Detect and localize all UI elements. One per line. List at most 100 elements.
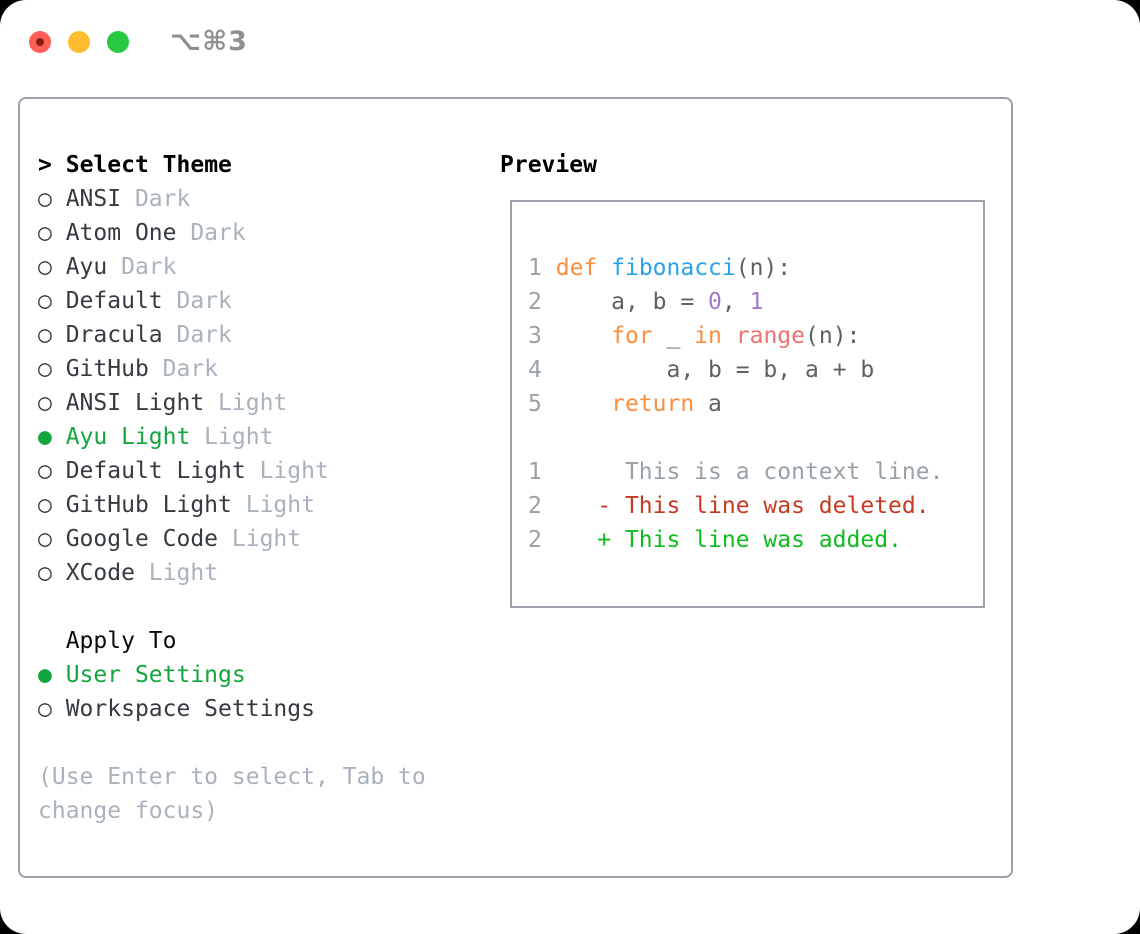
theme-name: Default Light	[65, 458, 246, 484]
theme-picker-panel: > Select Theme ○ ANSI Dark○ Atom One Dar…	[18, 97, 1013, 878]
theme-item-github-light[interactable]: ○ GitHub Light Light	[38, 488, 426, 522]
cursor-icon: >	[38, 152, 52, 178]
theme-name: Ayu	[65, 254, 108, 280]
close-dot-icon	[36, 37, 44, 46]
apply-to-header: Apply To	[38, 624, 426, 658]
line-number: 4	[528, 357, 542, 383]
code-segment	[597, 255, 611, 281]
code-segment: fibonacci	[611, 255, 736, 281]
code-lines: 1 def fibonacci(n): 2 a, b = 0, 1 3 for _ …	[528, 251, 983, 557]
theme-item-ayu-light[interactable]: ● Ayu Light Light	[38, 420, 426, 454]
theme-item-ayu[interactable]: ○ Ayu Dark	[38, 250, 426, 284]
theme-name: Dracula	[65, 322, 163, 348]
code-segment: a, b = b, a + b	[541, 357, 875, 383]
theme-name: GitHub	[65, 356, 149, 382]
code-segment: range	[735, 323, 806, 349]
theme-item-atom-one[interactable]: ○ Atom One Dark	[38, 216, 426, 250]
code-segment: a	[694, 391, 722, 417]
spacer	[38, 590, 426, 624]
radio-icon: ○	[38, 696, 66, 722]
theme-name: ANSI Light	[65, 390, 205, 416]
apply-option-label: Workspace Settings	[65, 696, 315, 722]
theme-item-default[interactable]: ○ Default Dark	[38, 284, 426, 318]
window-title: ⌥⌘3	[170, 26, 248, 57]
minimize-button[interactable]	[68, 30, 90, 53]
theme-variant-tag: Dark	[121, 186, 191, 212]
code-line: 2 - This line was deleted.	[528, 489, 983, 523]
code-segment: (n):	[735, 255, 792, 281]
theme-variant-tag: Dark	[176, 220, 246, 246]
theme-variant-tag: Light	[218, 526, 302, 552]
code-segment: 0	[708, 289, 722, 315]
code-segment: ,	[721, 289, 750, 315]
preview-header: Preview	[500, 152, 597, 178]
code-line: 5 return a	[528, 387, 983, 421]
code-segment	[542, 255, 556, 281]
theme-name: ANSI	[65, 186, 122, 212]
theme-variant-tag: Light	[190, 424, 274, 450]
radio-icon: ●	[38, 424, 66, 450]
theme-item-ansi-light[interactable]: ○ ANSI Light Light	[38, 386, 426, 420]
spacer	[38, 726, 426, 760]
theme-item-google-code[interactable]: ○ Google Code Light	[38, 522, 426, 556]
titlebar: ⌥⌘3	[29, 26, 248, 57]
radio-icon: ○	[38, 288, 66, 314]
preview-column: Preview 1 def fibonacci(n): 2 a, b = 0, 1…	[500, 148, 985, 608]
code-segment: return	[611, 391, 695, 417]
zoom-button[interactable]	[107, 30, 129, 53]
code-segment: This is a context line.	[541, 459, 944, 485]
theme-name: XCode	[65, 560, 135, 586]
select-theme-header: > Select Theme	[38, 148, 426, 182]
radio-icon: ○	[38, 458, 66, 484]
code-line: 3 for _ in range(n):	[528, 319, 983, 353]
radio-icon: ○	[38, 560, 66, 586]
code-preview-box: 1 def fibonacci(n): 2 a, b = 0, 1 3 for _ …	[510, 200, 985, 608]
code-segment	[722, 323, 736, 349]
hint-line-1: (Use Enter to select, Tab to	[38, 764, 426, 790]
theme-variant-tag: Dark	[107, 254, 177, 280]
hint-line-2: change focus)	[38, 798, 219, 824]
line-number: 2	[528, 289, 542, 315]
radio-icon: ○	[38, 220, 66, 246]
line-number: 2	[528, 493, 542, 519]
code-segment: 1	[749, 289, 764, 315]
theme-item-ansi[interactable]: ○ ANSI Dark	[38, 182, 426, 216]
code-line: 1 def fibonacci(n):	[528, 251, 983, 285]
radio-icon: ●	[38, 662, 66, 688]
code-segment	[542, 391, 611, 417]
line-number: 1	[528, 255, 542, 281]
close-button[interactable]	[29, 30, 51, 53]
theme-item-default-light[interactable]: ○ Default Light Light	[38, 454, 426, 488]
code-segment: in	[694, 323, 722, 349]
radio-icon: ○	[38, 186, 66, 212]
theme-list: ○ ANSI Dark○ Atom One Dark○ Ayu Dark○ De…	[38, 182, 426, 590]
apply-option-label: User Settings	[65, 662, 246, 688]
theme-variant-tag: Light	[204, 390, 288, 416]
line-number: 3	[528, 323, 542, 349]
code-segment	[542, 323, 611, 349]
theme-name: Default	[65, 288, 163, 314]
theme-item-xcode[interactable]: ○ XCode Light	[38, 556, 426, 590]
theme-name: Ayu Light	[65, 424, 191, 450]
line-number: 5	[528, 391, 542, 417]
apply-option-workspace-settings[interactable]: ○ Workspace Settings	[38, 692, 426, 726]
theme-name: GitHub Light	[65, 492, 232, 518]
code-line: 2 + This line was added.	[528, 523, 983, 557]
radio-icon: ○	[38, 254, 66, 280]
theme-variant-tag: Dark	[162, 288, 232, 314]
radio-icon: ○	[38, 390, 66, 416]
theme-variant-tag: Dark	[148, 356, 219, 382]
theme-variant-tag: Light	[134, 560, 219, 586]
theme-item-dracula[interactable]: ○ Dracula Dark	[38, 318, 426, 352]
code-segment: a, b =	[541, 289, 709, 315]
radio-icon: ○	[38, 356, 66, 382]
theme-item-github[interactable]: ○ GitHub Dark	[38, 352, 426, 386]
apply-option-user-settings[interactable]: ● User Settings	[38, 658, 426, 692]
code-segment: - This line was deleted.	[541, 493, 930, 519]
line-number: 1	[528, 459, 542, 485]
code-line: 1 This is a context line.	[528, 455, 983, 489]
apply-to-list: ● User Settings○ Workspace Settings	[38, 658, 426, 726]
theme-column: > Select Theme ○ ANSI Dark○ Atom One Dar…	[38, 148, 426, 828]
radio-icon: ○	[38, 526, 66, 552]
